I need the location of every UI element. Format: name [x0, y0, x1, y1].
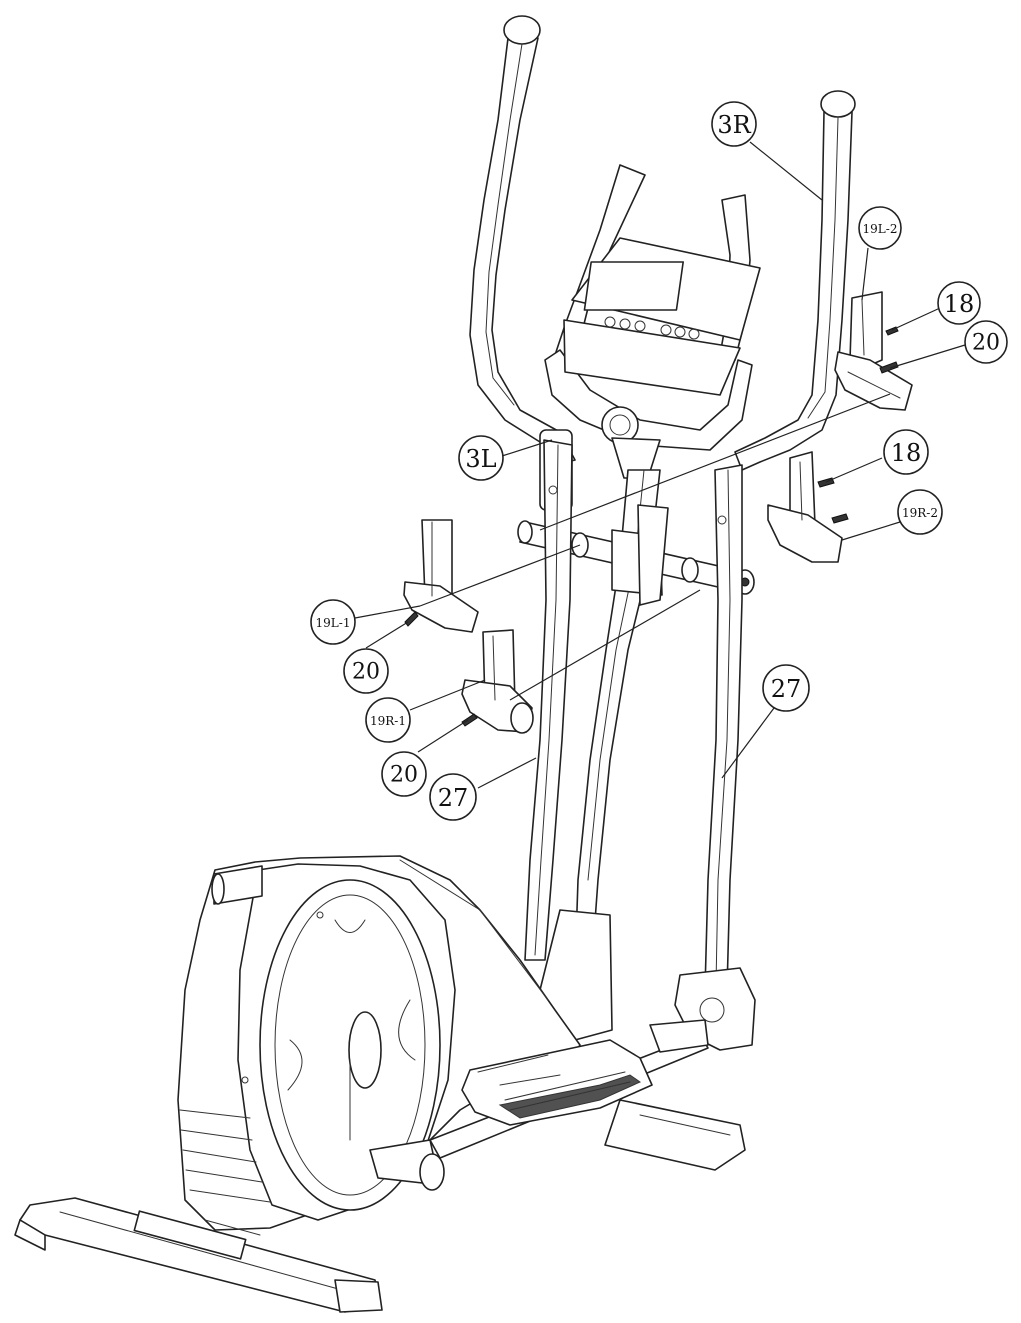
callout-20-lower: 20 [381, 751, 427, 797]
callout-27-right: 27 [762, 664, 810, 712]
callout-label-19l-2: 19L-2 [863, 222, 898, 236]
callout-label-20-left: 20 [352, 660, 380, 685]
cover-19r-1 [461, 629, 534, 734]
callout-18-middle: 18 [883, 429, 929, 475]
callout-19r-1: 19R-1 [365, 697, 411, 743]
callout-19l-1: 19L-1 [310, 599, 356, 645]
callout-label-19r-1: 19R-1 [370, 714, 406, 728]
cover-19l-1 [403, 519, 479, 633]
callout-label-3l: 3L [465, 445, 496, 473]
callout-19r-2: 19R-2 [897, 489, 943, 535]
callout-label-27-right: 27 [771, 675, 802, 703]
callout-27-left: 27 [429, 773, 477, 821]
lower-arm-right [674, 464, 756, 1051]
cover-19r-2 [767, 451, 843, 563]
pivot-axle [517, 504, 755, 606]
callout-20-left: 20 [343, 648, 389, 694]
front-stabilizer [14, 1197, 383, 1313]
cover-19l-2 [834, 291, 913, 411]
callout-3r: 3R [711, 101, 757, 147]
callout-label-19l-1: 19L-1 [316, 616, 351, 630]
lower-arm-left [524, 439, 573, 961]
console-assembly [544, 164, 761, 479]
callout-label-20-upper: 20 [972, 331, 1000, 356]
callout-18-upper: 18 [937, 281, 981, 325]
callout-19l-2: 19L-2 [858, 206, 902, 250]
callout-label-3r: 3R [717, 111, 751, 139]
callout-label-20-lower: 20 [390, 763, 418, 788]
rear-stabilizer [604, 1099, 746, 1171]
flywheel-housing [177, 855, 581, 1231]
callout-20-upper: 20 [964, 320, 1008, 364]
elliptical-trainer-drawing [14, 15, 913, 1313]
callout-label-19r-2: 19R-2 [902, 506, 938, 520]
callout-3l: 3L [458, 435, 504, 481]
callout-label-27-left: 27 [438, 784, 469, 812]
handlebar-3r [734, 90, 856, 471]
callout-label-18-middle: 18 [891, 439, 922, 467]
foot-pedal [461, 1039, 653, 1126]
leader-lines [354, 141, 966, 789]
callout-label-18-upper: 18 [944, 290, 975, 318]
